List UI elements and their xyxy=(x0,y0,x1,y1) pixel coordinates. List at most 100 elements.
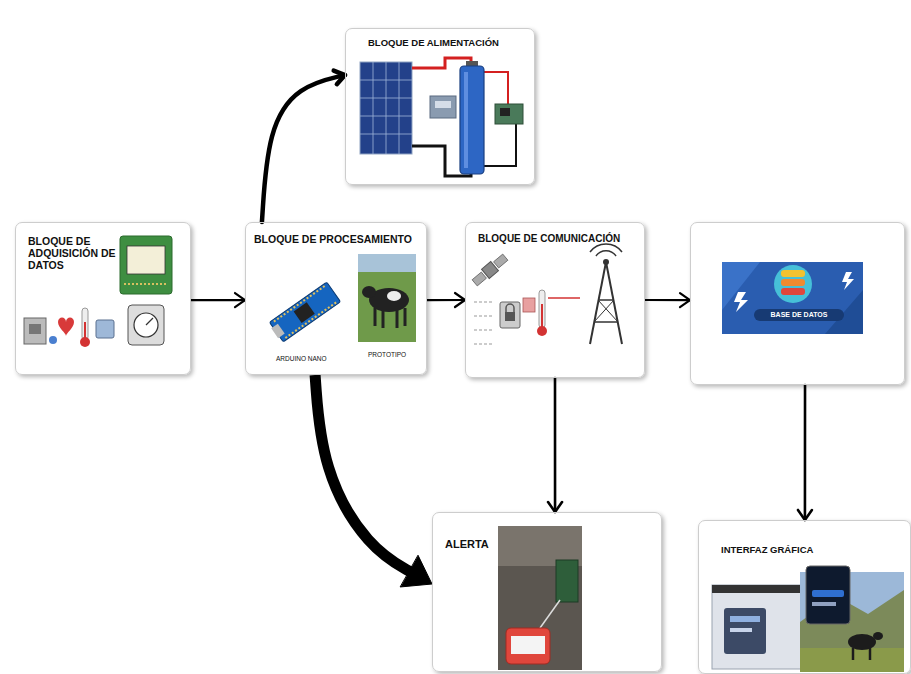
solar-panel xyxy=(386,62,387,154)
block-title: BLOQUE DE ALIMENTACIÓN xyxy=(368,38,499,49)
charge-controller xyxy=(430,96,456,118)
web-screenshot xyxy=(730,628,752,632)
web-screenshot xyxy=(712,585,802,669)
thermometer-icon xyxy=(537,290,580,336)
charge-controller xyxy=(435,101,451,108)
block-title: ALERTA xyxy=(445,538,489,551)
battery xyxy=(460,61,484,174)
arrow-head xyxy=(235,293,245,307)
battery xyxy=(464,72,468,168)
flow-arrow xyxy=(798,385,812,520)
flow-arrow xyxy=(427,293,465,307)
gauge-sensor xyxy=(146,318,153,325)
arduino-board xyxy=(285,302,336,338)
signal-lines xyxy=(474,330,494,331)
cow-photo xyxy=(382,310,385,328)
acquisition-block: BLOQUE DE ADQUISICIÓN DE DATOS xyxy=(15,222,191,375)
radio-tower xyxy=(590,244,622,344)
arrow-head xyxy=(680,293,690,307)
database-picture xyxy=(842,272,854,290)
database-picture xyxy=(781,279,805,286)
thermometer-icon xyxy=(537,326,547,336)
phone-screenshot xyxy=(812,590,844,597)
cow-photo xyxy=(396,310,399,328)
arduino-board xyxy=(268,282,341,343)
gauge-sensor xyxy=(128,305,164,345)
landscape-photo xyxy=(852,648,855,660)
arrow-line xyxy=(427,299,465,301)
solar-panel xyxy=(360,116,412,117)
landscape-photo xyxy=(869,648,872,660)
phone-screenshot xyxy=(812,602,836,606)
part-caption: ARDUINO NANO xyxy=(276,355,327,362)
thermometer-icon xyxy=(548,297,580,299)
heart-rate-icon xyxy=(58,318,74,337)
phone-screenshot xyxy=(806,566,850,624)
signal-lines xyxy=(474,302,494,344)
flow-arrow xyxy=(315,375,432,587)
load-board xyxy=(495,104,523,124)
alert-photo xyxy=(556,560,578,602)
chip-sensor xyxy=(24,318,57,344)
block-title: BLOQUE DE PROCESAMIENTO xyxy=(254,233,412,245)
database-block: BASE DE DATOS xyxy=(690,222,905,385)
signal-lines xyxy=(474,316,494,317)
satellite-icon xyxy=(472,272,486,286)
alert-photo xyxy=(498,526,582,670)
gauge-sensor xyxy=(134,313,158,337)
sensor-device xyxy=(505,312,515,321)
satellite-icon xyxy=(471,253,509,288)
alert-block: ALERTA xyxy=(432,512,662,672)
database-picture xyxy=(722,262,863,334)
sensor-device xyxy=(500,302,520,328)
chip-sensor xyxy=(49,336,57,344)
processing-block: BLOQUE DE PROCESAMIENTOARDUINO NANOPROTO… xyxy=(245,222,427,375)
database-picture xyxy=(734,292,748,312)
web-screenshot xyxy=(724,608,766,654)
flow-arrow xyxy=(548,378,562,512)
arrow-line xyxy=(191,299,245,301)
arrow-head xyxy=(798,510,812,520)
small-sensor xyxy=(96,320,114,338)
solar-panel xyxy=(360,80,412,81)
sensor-module xyxy=(124,283,168,285)
power-wire xyxy=(484,72,508,104)
thermometer-icon xyxy=(541,304,543,328)
solar-panel xyxy=(360,98,412,99)
alert-photo xyxy=(506,628,550,664)
interface-block: INTERFAZ GRÁFICA xyxy=(698,520,911,674)
signal-lines xyxy=(474,302,494,303)
database-picture xyxy=(774,265,812,303)
thermometer-icon xyxy=(539,290,545,328)
cow-photo xyxy=(387,291,401,301)
radio-tower xyxy=(594,300,614,322)
gauge-sensor xyxy=(128,305,164,345)
web-screenshot xyxy=(712,585,802,669)
load-board xyxy=(495,104,523,124)
block-title: BLOQUE DE ADQUISICIÓN DE DATOS xyxy=(28,235,126,271)
communication-block: BLOQUE DE COMUNICACIÓN xyxy=(465,222,645,378)
database-label: BASE DE DATOS xyxy=(754,309,844,321)
alert-photo xyxy=(511,636,545,654)
cow-photo xyxy=(362,286,376,298)
heart-rate-icon xyxy=(58,318,74,337)
thermometer-icon xyxy=(80,337,90,347)
cow-photo xyxy=(358,254,416,272)
arrow-line xyxy=(262,75,345,222)
cow-photo xyxy=(404,308,407,326)
cow-photo xyxy=(358,254,416,342)
block-title: INTERFAZ GRÁFICA xyxy=(721,545,813,556)
block-title: BLOQUE DE COMUNICACIÓN xyxy=(478,233,620,245)
arduino-board xyxy=(274,286,325,322)
cow-photo xyxy=(374,308,377,326)
sensor-module xyxy=(127,246,165,274)
chip-sensor xyxy=(29,324,41,334)
arrow-line xyxy=(645,299,690,301)
sensor-device xyxy=(500,298,535,328)
solar-panel xyxy=(373,62,374,154)
small-sensor xyxy=(96,320,114,338)
radio-tower xyxy=(598,300,618,322)
arrow-head xyxy=(548,502,562,512)
